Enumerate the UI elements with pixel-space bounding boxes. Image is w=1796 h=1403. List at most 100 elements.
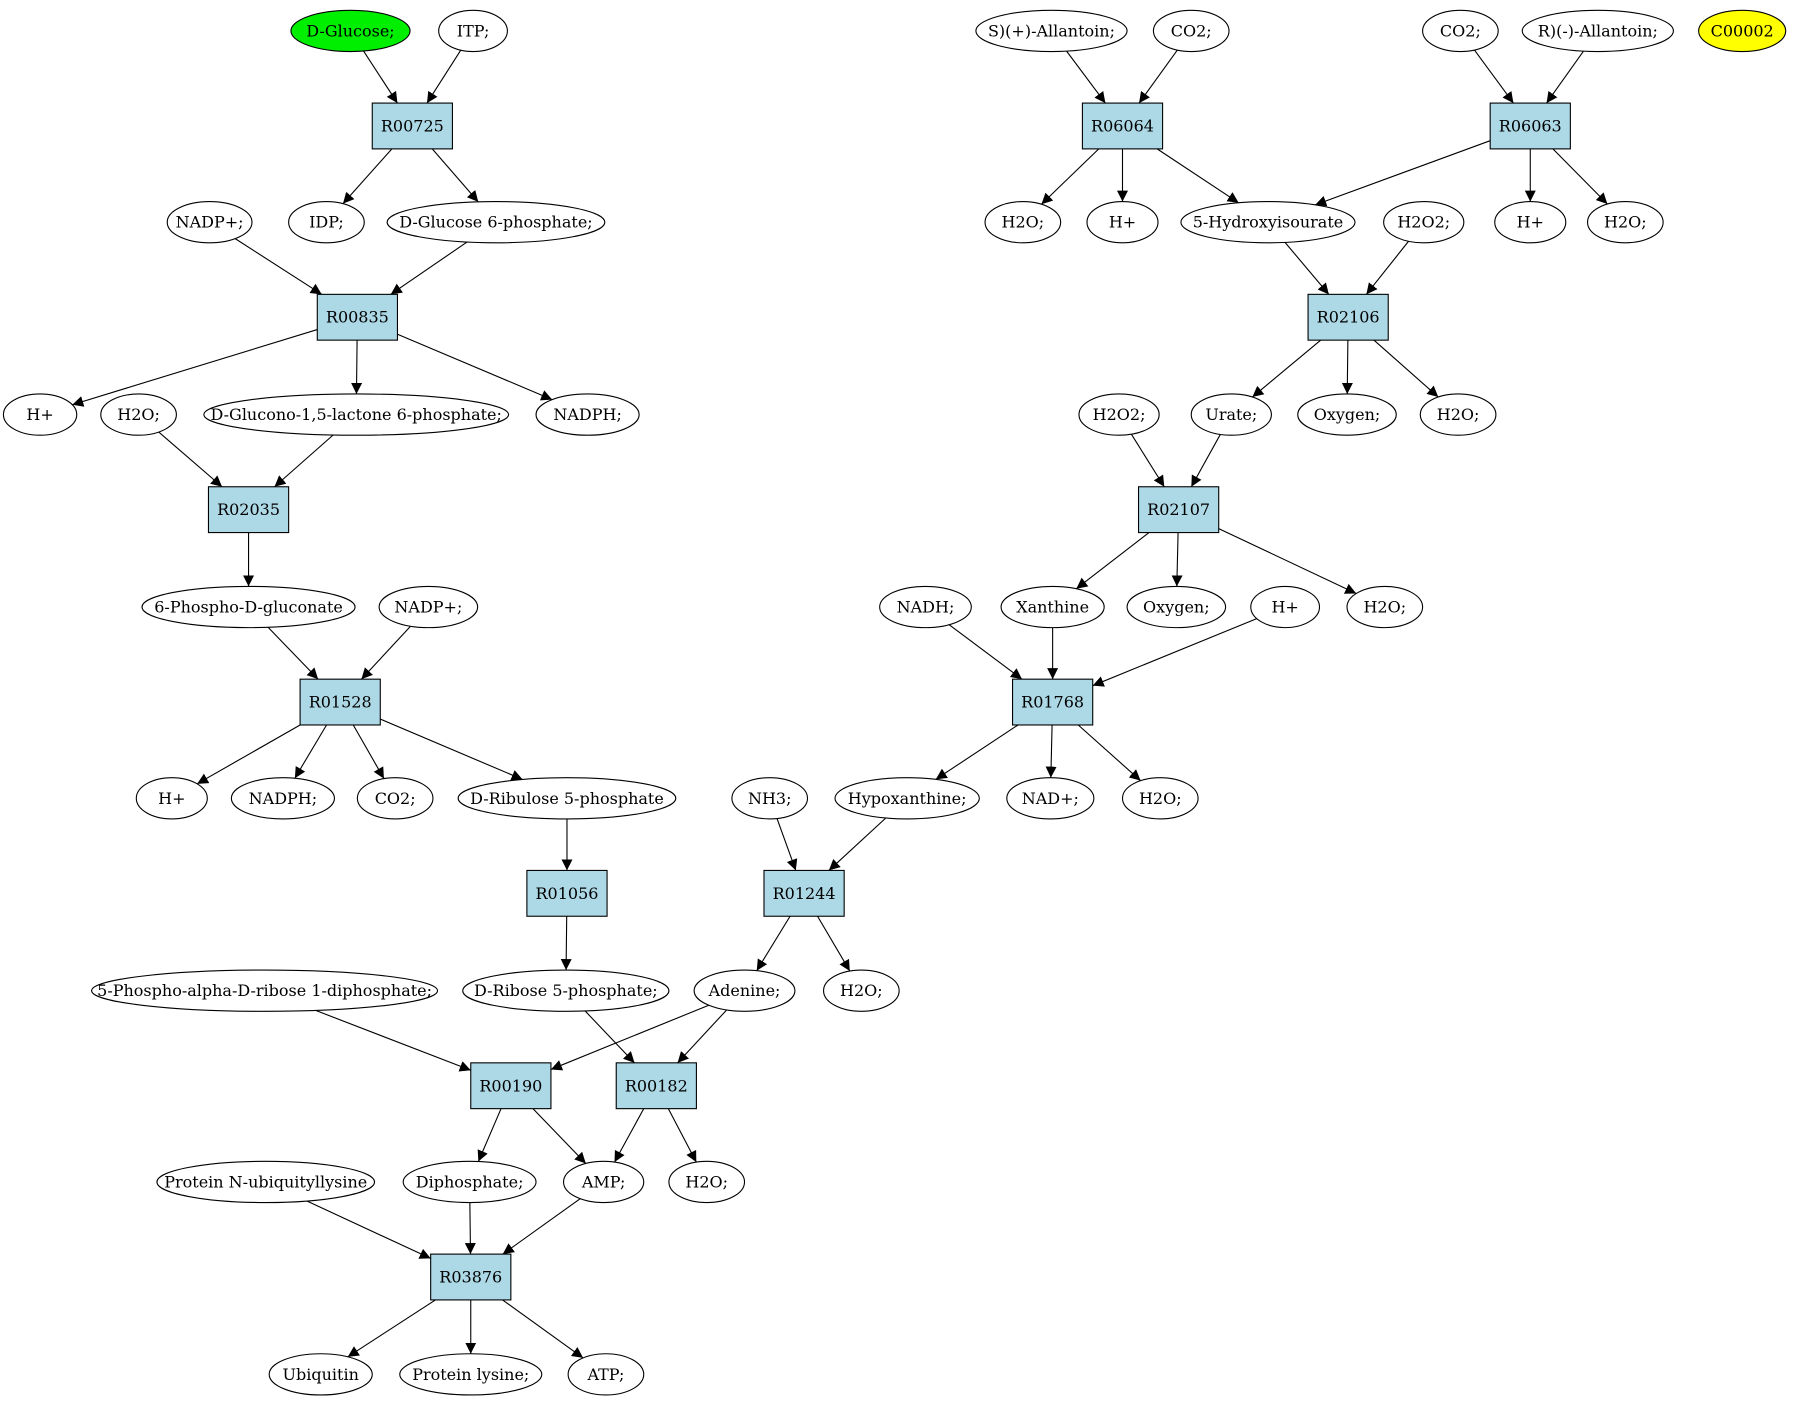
reaction-node-r02107: R02107 — [1137, 486, 1220, 534]
compound-ellipse — [290, 9, 411, 53]
compound-node-c-atp: ATP; — [567, 1353, 645, 1396]
compound-ellipse — [166, 201, 253, 244]
compound-node-c-co2b: CO2; — [1152, 9, 1230, 53]
nodes-layer: D-Glucose;ITP;R00725NADP+;IDP;D-Glucose … — [2, 9, 1787, 1396]
edge-r01244-to-c-h2o-r01244 — [817, 915, 851, 972]
edge-r02107-to-c-xanthine — [1075, 532, 1150, 590]
compound-ellipse — [378, 585, 479, 629]
node-label: C00002 — [1711, 21, 1774, 40]
edge-r00725-to-c-g6p — [431, 148, 479, 203]
node-label: 5-Phospho-alpha-D-ribose 1-diphosphate; — [97, 981, 432, 1000]
compound-ellipse — [1078, 393, 1160, 436]
edge-r02106-to-c-urate — [1252, 339, 1322, 398]
reaction-node-r06063: R06063 — [1489, 102, 1571, 150]
node-label: NAD+; — [1022, 789, 1079, 808]
compound-ellipse — [457, 777, 677, 820]
edge-r06064-to-c-5hiu — [1156, 148, 1239, 204]
node-label: D-Ribulose 5-phosphate — [470, 789, 664, 808]
node-label: R06063 — [1499, 116, 1562, 135]
edge-c-nadp1-to-r00835 — [234, 238, 323, 295]
reaction-box — [207, 486, 290, 534]
edge-r01768-to-c-nad — [1045, 724, 1057, 778]
edge-c-h2o2a-to-r02107 — [1130, 433, 1165, 488]
reaction-node-r01528: R01528 — [299, 678, 381, 726]
edge-r00835-to-c-h1 — [72, 329, 318, 407]
edge-r02106-to-c-h2o-r02106 — [1373, 339, 1439, 398]
reaction-node-r02106: R02106 — [1307, 293, 1389, 341]
compound-ellipse — [1000, 585, 1105, 629]
node-label: H2O; — [117, 405, 160, 424]
node-label: AMP; — [581, 1172, 626, 1191]
compound-ellipse — [141, 585, 356, 629]
edge-c-ppi-to-r03876 — [464, 1202, 476, 1255]
compound-node-c-c00002: C00002 — [1698, 9, 1787, 53]
compound-node-c-itp: ITP; — [438, 9, 508, 53]
node-label: D-Ribose 5-phosphate; — [474, 981, 658, 1000]
compound-ellipse — [438, 9, 508, 53]
node-label: R00725 — [381, 116, 444, 135]
compound-node-c-h2o2b: H2O2; — [1383, 201, 1465, 244]
edge-c-glucono-to-r02035 — [274, 434, 334, 488]
node-label: S)(+)-Allantoin; — [988, 21, 1115, 40]
compound-node-c-5hiu: 5-Hydroxyisourate — [1180, 201, 1356, 244]
compound-ellipse — [822, 969, 900, 1012]
reaction-box — [1307, 293, 1389, 341]
compound-ellipse — [1346, 585, 1424, 629]
compound-node-c-nadph1: NADPH; — [535, 393, 640, 436]
edge-c-amp-to-r03876 — [502, 1198, 581, 1255]
compound-ellipse — [1521, 9, 1674, 53]
edges-layer — [72, 49, 1608, 1359]
node-label: Diphosphate; — [416, 1172, 524, 1191]
node-label: 6-Phospho-D-gluconate — [154, 598, 343, 617]
compound-ellipse — [1494, 201, 1567, 244]
compound-ellipse — [1190, 393, 1272, 436]
reaction-box — [1081, 102, 1164, 150]
compound-node-c-h2o-r01244: H2O; — [822, 969, 900, 1012]
edge-r00190-to-c-ppi — [477, 1108, 502, 1162]
compound-node-c-h2o-r02106: H2O; — [1419, 393, 1497, 436]
compound-ellipse — [386, 201, 606, 244]
compound-ellipse — [1586, 201, 1664, 244]
node-label: IDP; — [309, 213, 344, 232]
compound-ellipse — [288, 201, 365, 244]
compound-ellipse — [268, 1353, 373, 1396]
compound-node-c-oxy1: Oxygen; — [1126, 585, 1227, 629]
reaction-node-r03876: R03876 — [430, 1253, 512, 1301]
edge-c-prpp-to-r00190 — [315, 1009, 471, 1072]
edge-c-5hiu-to-r02106 — [1284, 242, 1330, 295]
edge-r06063-to-c-h2o-r06063 — [1552, 148, 1608, 205]
compound-ellipse — [731, 777, 809, 820]
reaction-node-r00190: R00190 — [470, 1062, 552, 1110]
node-label: H2O; — [685, 1172, 728, 1191]
compound-ellipse — [91, 969, 439, 1012]
edge-c-g6p-to-r00835 — [390, 241, 468, 295]
edge-r00835-to-c-nadph1 — [397, 333, 553, 401]
reaction-node-r00835: R00835 — [316, 293, 399, 341]
node-label: NADP+; — [394, 598, 462, 617]
node-label: Hypoxanthine; — [848, 789, 967, 808]
edge-c-co2b-to-r06064 — [1138, 49, 1178, 104]
edge-r00182-to-c-amp — [614, 1108, 645, 1163]
node-label: CO2; — [1440, 21, 1481, 40]
edge-r06063-to-c-5hiu — [1314, 140, 1491, 207]
reaction-box — [430, 1253, 512, 1301]
compound-ellipse — [1121, 777, 1199, 820]
node-label: H2O; — [1139, 789, 1182, 808]
compound-node-c-sallant: S)(+)-Allantoin; — [975, 9, 1128, 53]
compound-node-c-glucono: D-Glucono-1,5-lactone 6-phosphate; — [203, 393, 510, 436]
reaction-node-r06064: R06064 — [1081, 102, 1164, 150]
node-label: R00182 — [625, 1076, 688, 1095]
compound-node-c-h1: H+ — [2, 393, 78, 436]
compound-node-c-nadp1: NADP+; — [166, 201, 253, 244]
compound-node-c-nad: NAD+; — [1006, 777, 1095, 820]
compound-node-c-co2c: CO2; — [1422, 9, 1499, 53]
node-label: H+ — [1517, 213, 1544, 232]
node-label: D-Glucose; — [306, 21, 394, 40]
compound-ellipse — [462, 969, 670, 1012]
edge-r01768-to-c-h2o-r01768 — [1077, 724, 1141, 782]
reaction-node-r01056: R01056 — [526, 869, 608, 917]
compound-node-c-h2o-r00182: H2O; — [668, 1160, 746, 1204]
node-label: Xanthine — [1016, 598, 1089, 617]
compound-node-c-h2o-r06063: H2O; — [1586, 201, 1664, 244]
